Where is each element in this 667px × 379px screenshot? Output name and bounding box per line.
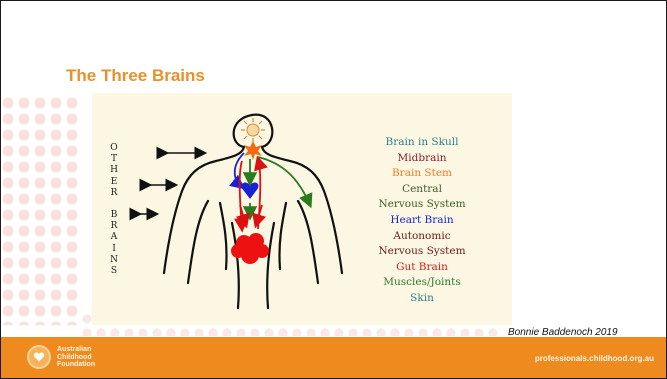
other-brains-letter: B	[111, 210, 118, 221]
other-brains-letter: H	[110, 165, 118, 176]
other-brains-arrows	[139, 153, 204, 214]
brain-in-skull-sun-icon	[241, 118, 265, 142]
decorative-dots-left	[0, 95, 80, 325]
legend-item: Autonomic	[362, 229, 482, 245]
other-brains-letter: N	[110, 255, 118, 266]
heart-icon	[33, 351, 45, 363]
three-brains-figure: O T H E R B R A I N S Brain in Skull Mid…	[92, 93, 512, 325]
other-brains-letter: S	[111, 266, 117, 277]
logo-badge	[27, 345, 51, 369]
logo-line: Foundation	[57, 361, 95, 369]
legend-item: Skin	[362, 291, 482, 307]
legend-item: Heart Brain	[362, 213, 482, 229]
slide-title: The Three Brains	[66, 66, 205, 86]
other-brains-letter: A	[111, 232, 118, 243]
legend-item: Muscles/Joints	[362, 275, 482, 291]
other-brains-letter: T	[111, 154, 117, 165]
heart-brain-icon	[242, 183, 259, 199]
legend-item: Nervous System	[362, 197, 482, 213]
legend-item: Gut Brain	[362, 260, 482, 276]
footer-bar: Australian Childhood Foundation professi…	[1, 337, 666, 378]
other-brains-label: O T H E R B R A I N S	[104, 143, 124, 277]
website-link[interactable]: professionals.childhood.org.au	[535, 354, 654, 363]
legend-item: Brain in Skull	[362, 135, 482, 151]
other-brains-letter: O	[110, 143, 117, 154]
brain-legend: Brain in Skull Midbrain Brain Stem Centr…	[362, 135, 482, 307]
legend-item: Brain Stem	[362, 166, 482, 182]
logo-line: Australian	[57, 346, 95, 354]
foundation-logo-text: Australian Childhood Foundation	[57, 346, 95, 369]
legend-item: Central	[362, 182, 482, 198]
other-brains-letter: I	[112, 244, 116, 255]
other-brains-letter: E	[111, 177, 118, 188]
other-brains-letter: R	[111, 221, 118, 232]
legend-item: Nervous System	[362, 244, 482, 260]
other-brains-letter: R	[111, 188, 118, 199]
logo-line: Childhood	[57, 354, 95, 362]
legend-item: Midbrain	[362, 151, 482, 167]
